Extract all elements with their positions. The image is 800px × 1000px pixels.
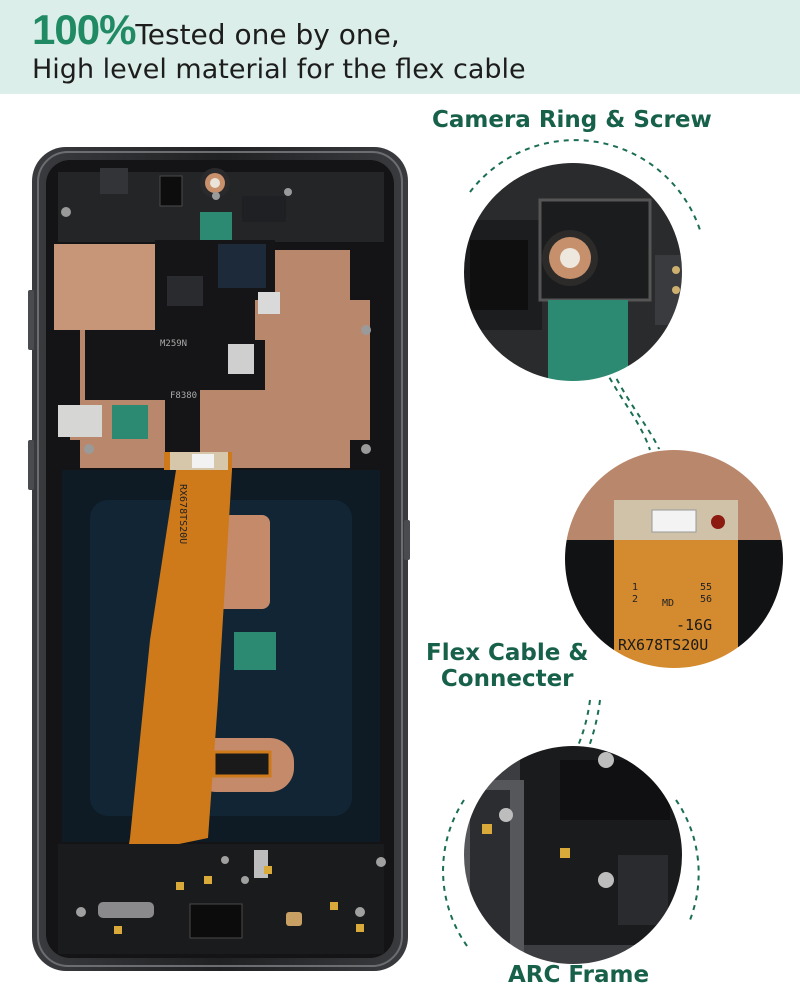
flex-cable [128,452,232,850]
svg-text:M259N: M259N [160,339,187,349]
flex-code-main: RX678TS20U [177,484,188,544]
svg-text:56: 56 [700,594,712,605]
callout-camera-zoom [463,162,683,382]
label-flex-line1: Flex Cable & [426,640,589,666]
callout-frame-zoom [463,745,683,965]
top-banner [0,0,800,94]
flex-suffix-zoom: -16G [676,616,712,634]
headline: 100%Tested one by one, [32,6,400,54]
svg-text:2: 2 [632,594,638,605]
subline: High level material for the flex cable [32,54,526,85]
headline-text: Tested one by one, [135,18,400,51]
label-camera-ring: Camera Ring & Screw [432,107,712,133]
label-flex-cable: Flex Cable & Connecter [426,640,588,692]
headline-percent: 100% [32,6,136,53]
flex-md-label: MD [662,598,674,609]
svg-text:F8380: F8380 [170,391,197,401]
svg-text:1: 1 [632,582,638,593]
label-arc-frame: ARC Frame [508,962,650,988]
svg-text:55: 55 [700,582,712,593]
phone-assembly: M259N F8380 0320 0023 RX678TS20U [28,147,410,971]
label-flex-line2: Connecter [440,666,574,692]
flex-code-zoom: RX678TS20U [618,636,708,654]
